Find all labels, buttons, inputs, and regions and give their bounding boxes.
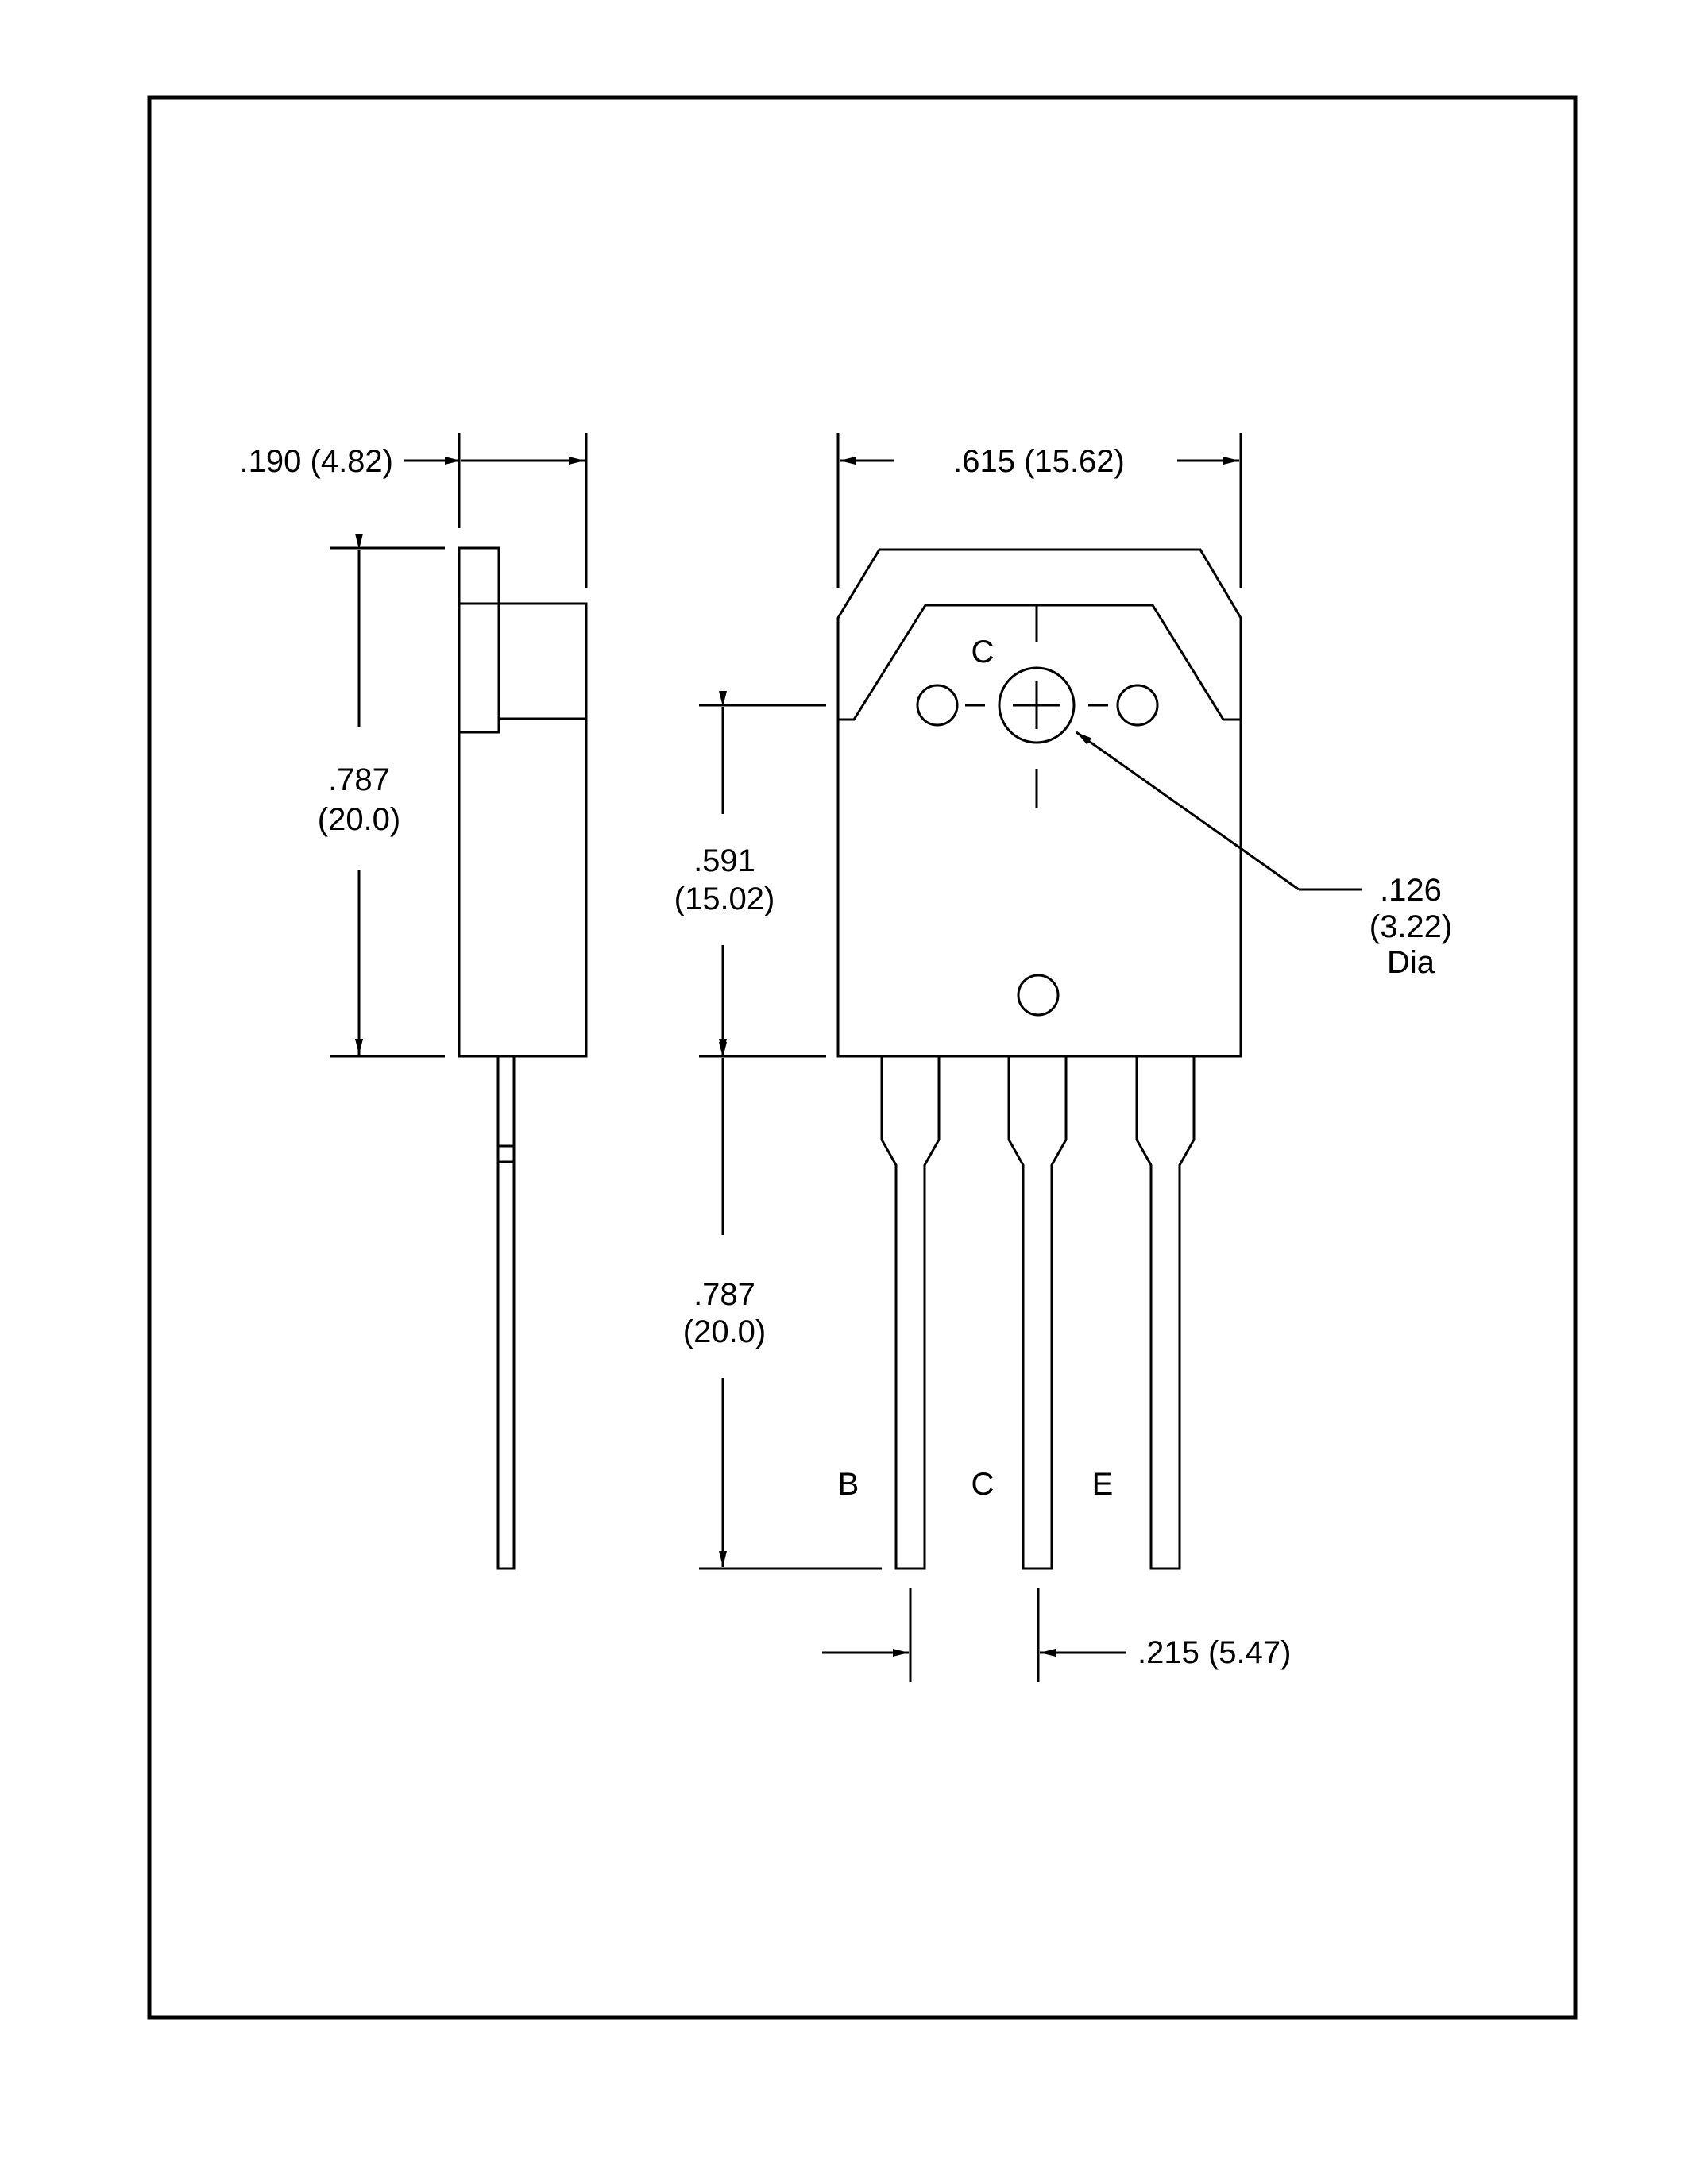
hole-to-bottom-mm-label: (15.02) — [674, 882, 775, 916]
lead-pitch-label: .215 (5.47) — [1138, 1635, 1291, 1670]
body-width-label: .615 (15.62) — [953, 444, 1125, 479]
side-view-lead — [496, 1055, 516, 1570]
body-height-in-label: .787 — [328, 762, 390, 797]
dimension-lead-length: .787 (20.0) — [683, 1042, 882, 1570]
pin-base-label: B — [838, 1467, 859, 1502]
lead-length-in-label: .787 — [693, 1277, 755, 1312]
dimension-body-height: .787 (20.0) — [318, 534, 445, 1058]
dimension-hole-to-bottom: .591 (15.02) — [674, 691, 826, 1058]
lead-base — [880, 1056, 941, 1570]
mounting-hole-right — [1116, 684, 1159, 727]
front-view: C B C E — [836, 548, 1242, 1570]
mounting-hole-left — [916, 684, 959, 727]
dimension-body-width: .615 (15.62) — [836, 433, 1242, 588]
lead-emitter — [1135, 1056, 1196, 1570]
pin-emitter-label: E — [1092, 1467, 1114, 1502]
hole-dia-mm-label: (3.22) — [1369, 909, 1453, 944]
side-view-body — [458, 602, 588, 1058]
hole-to-bottom-in-label: .591 — [693, 843, 755, 878]
tab-pin-label: C — [971, 635, 995, 669]
bottom-hole — [1017, 974, 1060, 1017]
lead-collector — [1007, 1056, 1068, 1570]
dimension-lead-pitch: .215 (5.47) — [822, 1588, 1291, 1682]
side-view — [458, 546, 588, 1570]
hole-dia-text-label: Dia — [1387, 945, 1435, 980]
front-view-body-outline — [836, 548, 1242, 1058]
side-thickness-label: .190 (4.82) — [240, 444, 393, 479]
drawing-frame — [147, 95, 1578, 2020]
side-view-heatsink-tab — [458, 546, 500, 734]
dimension-hole-diameter: .126 (3.22) Dia — [1076, 731, 1453, 980]
pin-collector-label: C — [971, 1467, 995, 1502]
front-view-tab-edge — [838, 604, 1241, 721]
body-height-mm-label: (20.0) — [318, 802, 401, 837]
hole-dia-in-label: .126 — [1380, 873, 1442, 908]
dimension-side-thickness: .190 (4.82) — [240, 433, 588, 588]
lead-length-mm-label: (20.0) — [683, 1314, 767, 1349]
mounting-hole-center — [998, 666, 1076, 744]
